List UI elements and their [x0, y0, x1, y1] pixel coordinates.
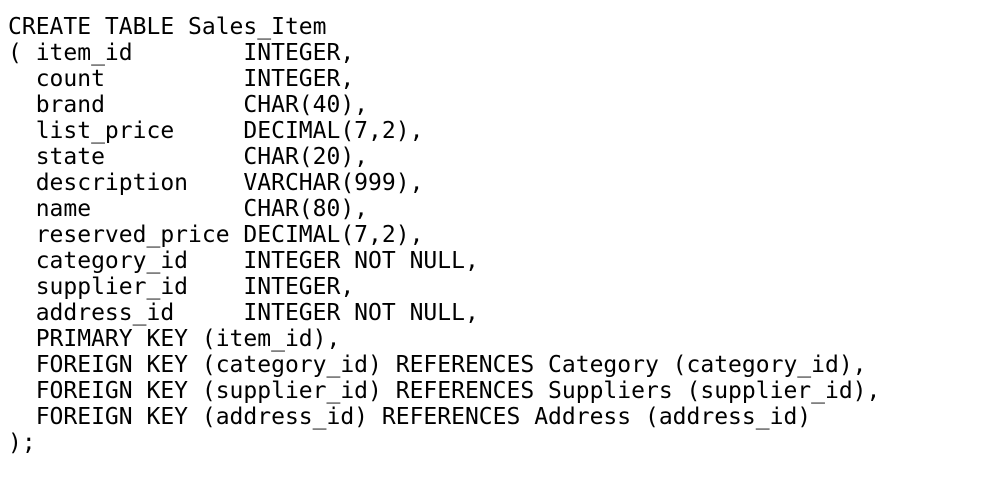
sql-line-close: ); — [8, 430, 36, 456]
sql-line-category-id: category_id INTEGER NOT NULL, — [8, 248, 479, 274]
sql-line-primary-key: PRIMARY KEY (item_id), — [8, 326, 341, 352]
sql-line-reserved-price: reserved_price DECIMAL(7,2), — [8, 222, 424, 248]
sql-line-count: count INTEGER, — [8, 66, 355, 92]
sql-line-foreign-key-supplier: FOREIGN KEY (supplier_id) REFERENCES Sup… — [8, 378, 881, 404]
sql-line-list-price: list_price DECIMAL(7,2), — [8, 118, 424, 144]
sql-line-state: state CHAR(20), — [8, 144, 369, 170]
sql-line-foreign-key-address: FOREIGN KEY (address_id) REFERENCES Addr… — [8, 404, 812, 430]
sql-line-foreign-key-category: FOREIGN KEY (category_id) REFERENCES Cat… — [8, 352, 867, 378]
sql-line-create-table: CREATE TABLE Sales_Item — [8, 14, 327, 40]
sql-line-item-id: ( item_id INTEGER, — [8, 40, 355, 66]
sql-line-brand: brand CHAR(40), — [8, 92, 369, 118]
sql-line-address-id: address_id INTEGER NOT NULL, — [8, 300, 479, 326]
sql-code-block: CREATE TABLE Sales_Item( item_id INTEGER… — [8, 14, 880, 456]
sql-line-supplier-id: supplier_id INTEGER, — [8, 274, 355, 300]
sql-line-description: description VARCHAR(999), — [8, 170, 424, 196]
sql-line-name: name CHAR(80), — [8, 196, 369, 222]
